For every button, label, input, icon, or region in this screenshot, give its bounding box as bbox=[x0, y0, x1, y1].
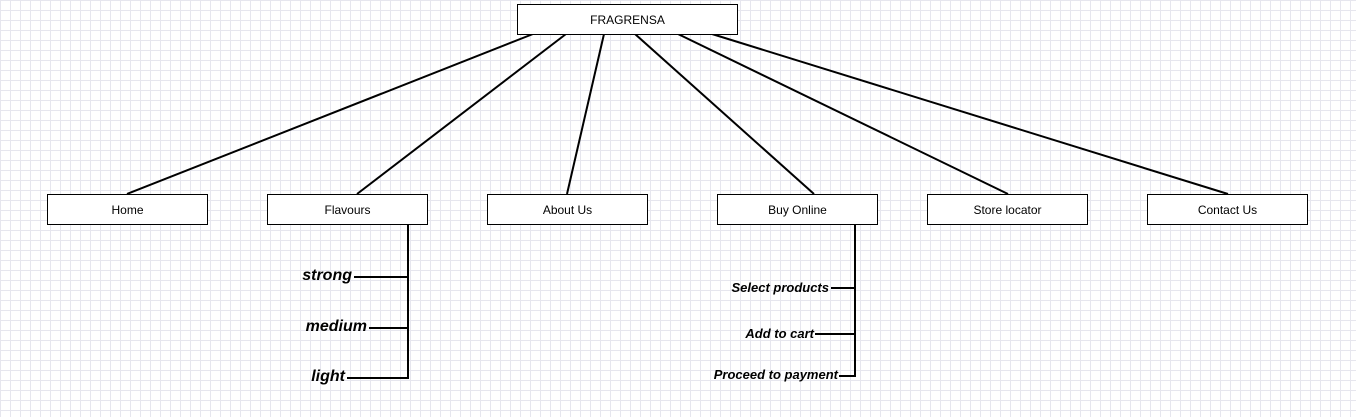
edge-root-buy bbox=[634, 33, 815, 195]
flavour-light-label: light bbox=[311, 368, 345, 385]
node-home[interactable]: Home bbox=[47, 194, 208, 225]
edge-root-about bbox=[566, 33, 605, 195]
node-buy-online[interactable]: Buy Online bbox=[717, 194, 878, 225]
flavour-medium-label: medium bbox=[305, 318, 367, 335]
node-label: Home bbox=[111, 202, 144, 217]
node-label: Buy Online bbox=[768, 202, 827, 217]
node-store-locator[interactable]: Store locator bbox=[927, 194, 1088, 225]
node-about-us[interactable]: About Us bbox=[487, 194, 648, 225]
node-label: Store locator bbox=[973, 202, 1042, 217]
node-label: Flavours bbox=[324, 202, 371, 217]
flavour-strong-label: strong bbox=[302, 267, 352, 284]
edge-root-flavours bbox=[356, 33, 567, 195]
edge-root-contact bbox=[711, 33, 1229, 195]
node-label: About Us bbox=[542, 202, 593, 217]
edge-root-home bbox=[126, 33, 534, 195]
root-node-fragrensa[interactable]: FRAGRENSA bbox=[517, 4, 738, 35]
buy-select-products-label: Select products bbox=[731, 280, 829, 295]
node-flavours[interactable]: Flavours bbox=[267, 194, 428, 225]
buy-proceed-to-payment-label: Proceed to payment bbox=[713, 367, 838, 382]
node-contact-us[interactable]: Contact Us bbox=[1147, 194, 1308, 225]
buy-add-to-cart-label: Add to cart bbox=[745, 326, 814, 341]
root-node-label: FRAGRENSA bbox=[590, 12, 665, 27]
edge-root-store bbox=[677, 33, 1009, 195]
node-label: Contact Us bbox=[1197, 202, 1258, 217]
